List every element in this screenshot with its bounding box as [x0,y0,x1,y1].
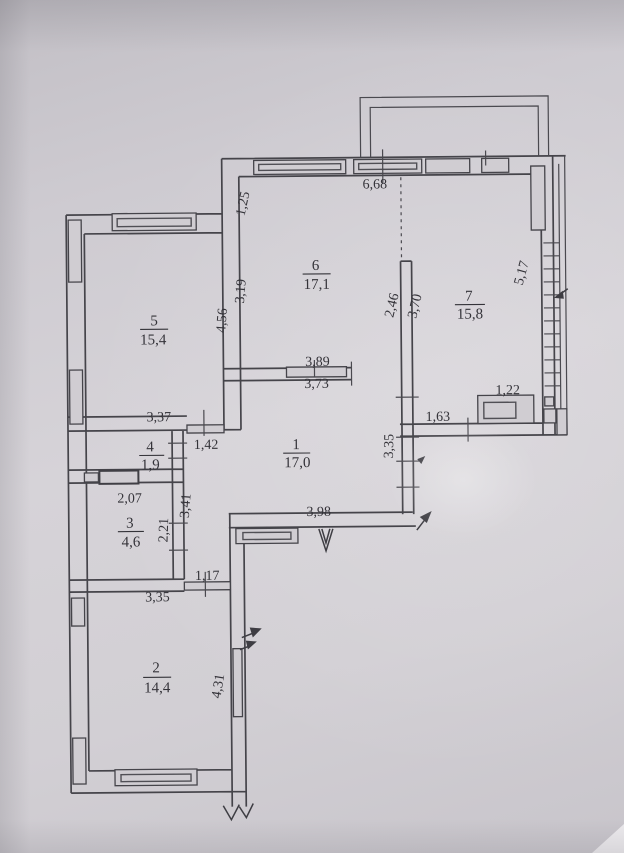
room-4-number: 4 [146,439,154,455]
window-room7-bottom-pane [483,401,517,420]
room-1-label: 1 17,0 [283,437,310,471]
dim-room7-window: 1,22 [495,383,520,398]
room-2-label: 2 14,4 [143,660,172,696]
room-3-area: 4,6 [122,534,141,550]
window-top-3 [424,157,471,174]
entrance-arrow-head [419,510,432,523]
window-room2-bottom-pane [120,773,192,783]
room-7-area: 15,8 [457,306,483,322]
room-divider-dashed-line [400,177,403,258]
window-room5-top [111,212,197,232]
fixture-balcony-3 [556,408,568,436]
windows-and-fixtures [67,157,568,787]
dim-divider-lower: 3,70 [405,293,425,320]
window-top-2 [352,158,423,175]
niche-left-3 [70,597,86,627]
room-7-label: 7 15,8 [454,289,485,323]
room-6-area: 17,1 [304,277,330,293]
dim-room1-top: 3,73 [304,377,329,392]
room-5-area: 15,4 [140,332,167,348]
window-top-1-pane [257,163,342,172]
walls [65,154,568,807]
window-room5-top-pane [116,217,192,228]
room-5-label: 5 15,4 [140,313,169,348]
dim-room6-bottom: 3,89 [305,355,330,370]
door-tick-arrow [417,455,426,465]
fixture-balcony-2 [543,408,557,424]
room-2-area: 14,4 [144,680,171,696]
dim-top-total: 6,68 [363,177,388,192]
niche-left-4 [72,737,87,785]
threshold-room2-door [183,581,232,591]
niche-left-2 [68,369,84,425]
window-room7-bottom [477,394,535,425]
balcony-arrow-head [553,290,564,299]
threshold-room5-door [186,424,225,434]
closet-room1 [235,527,299,545]
door-leaf-room2 [232,647,244,718]
closet-room1-inner [242,531,292,541]
dim-right-side: 5,17 [512,259,533,287]
dim-room7-bottom: 1,63 [426,410,451,425]
dim-room3-top: 2,07 [117,491,142,506]
floor-plan: 6,68 3,89 3,73 3,37 1,42 2,07 3,98 1,17 … [65,95,569,822]
photo-corner-curl [592,824,624,853]
room-6-label: 6 17,1 [302,258,331,293]
room-6-number: 6 [312,258,320,274]
room2-door-arrow-1-head [249,627,262,638]
sill-room6 [285,366,348,378]
room2-door-arrow-2-head [245,640,257,650]
window-top-2-pane [357,162,418,171]
dim-room2-top: 3,35 [145,590,170,605]
dimension-ticks [168,149,487,597]
window-room2-bottom [114,768,198,787]
symbols [222,288,569,822]
room-7-number: 7 [465,289,473,305]
room-2-number: 2 [152,660,160,676]
dim-room5-door: 1,42 [194,438,219,453]
dim-divider-upper: 2,46 [382,292,402,319]
room-1-area: 17,0 [284,455,310,471]
dim-room1-bottom: 3,98 [306,505,331,520]
dim-top-left-side: 1,25 [234,190,254,217]
cabinet-room4-b [83,472,100,483]
dim-room5-bottom: 3,37 [147,410,172,425]
cabinet-room4-a [98,469,140,485]
niche-left-1 [67,219,83,283]
room-3-label: 3 4,6 [117,516,144,551]
wall-break-symbol [222,803,254,822]
dim-room5-right: 4,56 [214,308,231,334]
dim-room3-right: 2,21 [157,518,173,543]
dim-room2-door: 1,17 [195,569,220,584]
room-4-label: 4 1,9 [139,439,165,473]
ladder-rungs [543,242,561,387]
dim-room6-left: 3,19 [233,278,250,304]
window-top-4 [480,157,510,174]
room-1-number: 1 [292,437,300,453]
dim-room1-right: 3,35 [382,434,398,459]
balcony-top-outline [359,95,550,158]
room-labels: 1 17,0 2 14,4 3 4,6 4 1,9 [117,258,485,696]
dim-room2-right: 4,31 [209,673,228,700]
dimension-labels-horizontal: 6,68 3,89 3,73 3,37 1,42 2,07 3,98 1,17 … [117,177,520,605]
window-top-1 [252,159,347,176]
room-4-area: 1,9 [141,457,160,473]
room-3-number: 3 [126,516,134,532]
window-right-wall [530,165,546,231]
balcony-right-railing [558,155,568,435]
room-5-number: 5 [150,313,158,329]
dim-hall-side: 3,41 [178,493,195,519]
door-swing-room1 [318,528,334,554]
dimension-labels-vertical: 1,25 3,19 4,56 2,46 3,70 5,17 3,35 3,41 … [157,190,533,700]
fixture-balcony-1 [544,396,555,407]
